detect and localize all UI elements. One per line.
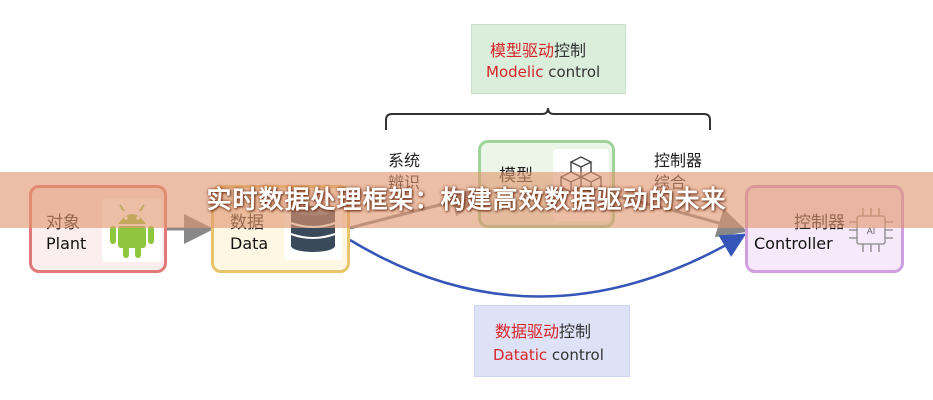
ctrl-synth-line1: 控制器 [654, 151, 703, 170]
datatic-zh-red: 数据驱动 [495, 322, 560, 341]
svg-text:AI: AI [867, 226, 876, 236]
modelic-en-dark: control [543, 63, 601, 81]
plant-label-en: Plant [46, 234, 87, 253]
sys-ident-line1: 系统 [388, 151, 421, 170]
modelic-en-red: Modelic [486, 63, 544, 81]
datatic-control-box: 数据驱动控制 Datatic control [474, 305, 630, 377]
banner-title: 实时数据处理框架：构建高效数据驱动的未来 [206, 185, 727, 214]
modelic-zh-dark: 控制 [554, 41, 587, 60]
title-banner [0, 172, 933, 228]
datatic-en-red: Datatic [493, 346, 548, 364]
data-label-en: Data [230, 234, 269, 253]
modelic-control-box: 模型驱动控制 Modelic control [471, 24, 626, 94]
modelic-control-zh: 模型驱动控制 [490, 37, 586, 61]
modelic-zh-red: 模型驱动 [490, 41, 555, 60]
datatic-en-dark: control [547, 346, 604, 364]
datatic-zh-dark: 控制 [559, 322, 592, 341]
datatic-control-zh: 数据驱动控制 [495, 318, 591, 342]
controller-label-en: Controller [754, 234, 833, 253]
arrow-data-to-controller [349, 233, 747, 298]
modelic-bracket [385, 107, 711, 130]
modelic-control-en: Modelic control [486, 63, 600, 81]
datatic-control-en: Datatic control [493, 346, 604, 364]
